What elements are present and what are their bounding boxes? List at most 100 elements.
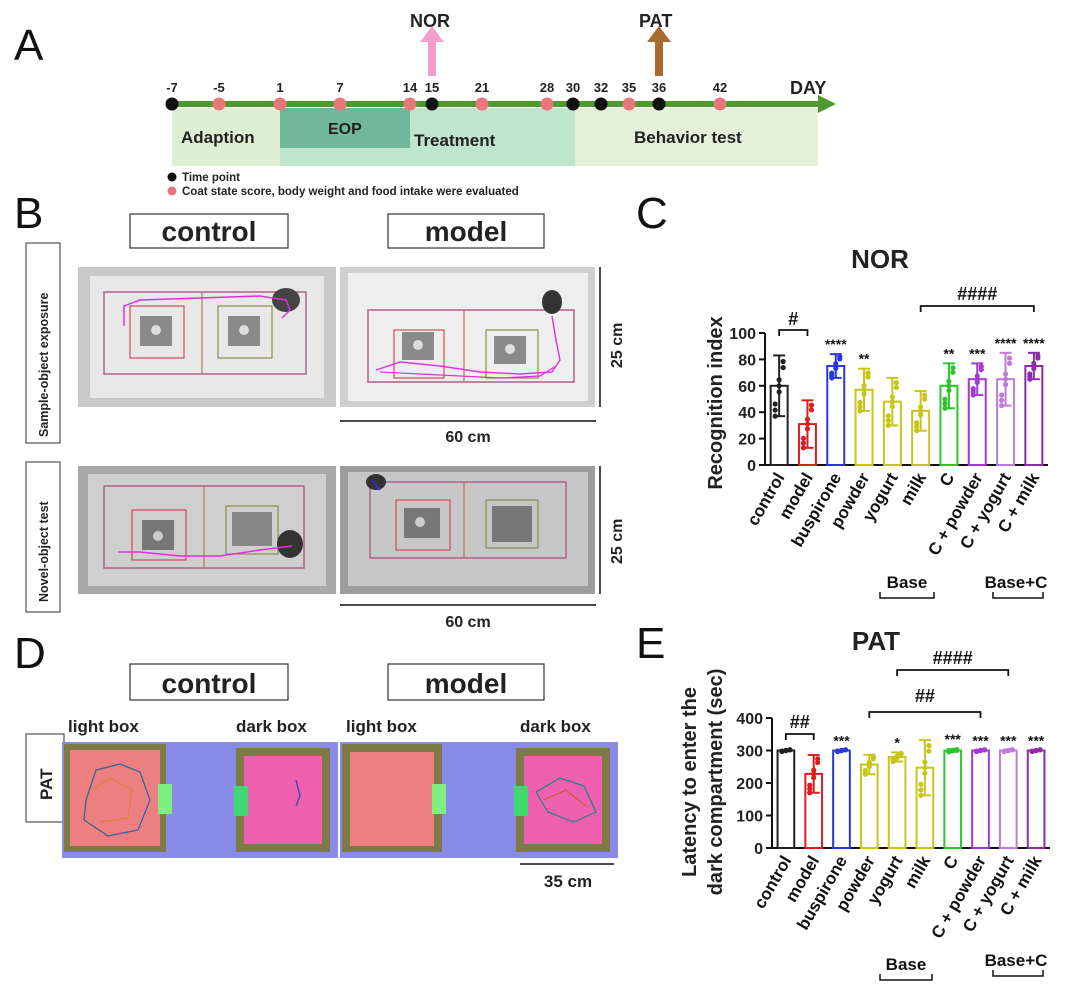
chartE-point-5-0 bbox=[918, 792, 924, 798]
d-box-label-1: light box bbox=[68, 717, 139, 736]
chartC-point-0-6 bbox=[772, 401, 778, 407]
chartC-point-3-7 bbox=[861, 382, 867, 389]
d-control-label: control bbox=[162, 668, 257, 699]
d-box-label-4: dark box bbox=[520, 717, 591, 736]
chartC-sig-7: *** bbox=[969, 345, 986, 361]
chartC-point-1-4 bbox=[804, 421, 811, 427]
timepoint-dot-9 bbox=[594, 97, 608, 111]
pat-model-image bbox=[340, 742, 618, 858]
chartC-point-8-6 bbox=[998, 392, 1005, 398]
chartC-point-3-2 bbox=[865, 374, 871, 380]
chartC-point-0-3 bbox=[772, 407, 778, 413]
chartC-point-6-5 bbox=[950, 365, 956, 371]
chartC-ytick-label-2: 40 bbox=[738, 405, 756, 422]
chartC-point-3-4 bbox=[861, 387, 867, 393]
chartC-point-7-7 bbox=[974, 373, 980, 379]
chart-e: 0100200300400controlmodel***buspironepow… bbox=[736, 648, 1050, 981]
chart-c-title: NOR bbox=[851, 244, 909, 274]
chartE-sig-9: *** bbox=[1028, 733, 1045, 749]
chartC-point-2-6 bbox=[829, 370, 835, 376]
chartC-sig-2: **** bbox=[825, 336, 847, 352]
chartE-point-8-7 bbox=[1005, 747, 1011, 753]
arena-model-novel bbox=[340, 466, 595, 594]
chartE-point-8-5 bbox=[1009, 747, 1015, 753]
chartC-point-8-5 bbox=[1006, 355, 1013, 361]
chartC-point-4-1 bbox=[889, 403, 895, 409]
phase-behavior-label: Behavior test bbox=[634, 128, 742, 147]
timepoint-label-3: 7 bbox=[336, 80, 343, 95]
timepoint-label-7: 28 bbox=[540, 80, 554, 95]
chartE-point-6-5 bbox=[954, 746, 960, 753]
chartE-point-9-6 bbox=[1029, 748, 1035, 754]
chartE-point-7-6 bbox=[973, 748, 980, 754]
chartE-ytick-label-3: 300 bbox=[736, 744, 763, 761]
chartC-point-5-6 bbox=[914, 420, 920, 426]
chartC-point-8-2 bbox=[1006, 360, 1013, 366]
timepoint-label-12: 42 bbox=[713, 80, 727, 95]
chartC-point-0-0 bbox=[772, 413, 778, 419]
chartC-point-4-3 bbox=[885, 418, 891, 424]
pat-control-image bbox=[62, 742, 338, 858]
panel-label-c: C bbox=[636, 189, 668, 238]
timepoint-dot-5 bbox=[425, 97, 439, 111]
dim-height-label-1: 25 cm bbox=[609, 323, 626, 368]
chartC-sig-9: **** bbox=[1023, 335, 1045, 351]
chartC-category-label-5: milk bbox=[897, 469, 931, 508]
chartE-point-2-6 bbox=[834, 748, 841, 754]
chartC-category-label-6: C bbox=[936, 470, 959, 490]
phase-treatment-label: Treatment bbox=[414, 131, 496, 150]
chartC-point-4-0 bbox=[885, 422, 891, 428]
timepoint-label-10: 35 bbox=[622, 80, 636, 95]
phase-adaption-bg bbox=[172, 108, 280, 166]
chartE-point-5-4 bbox=[922, 765, 928, 771]
row1-label-box bbox=[25, 242, 61, 444]
chartE-point-2-7 bbox=[838, 747, 845, 753]
chartC-point-2-7 bbox=[833, 361, 839, 367]
chartE-point-1-1 bbox=[811, 775, 817, 781]
arena-control-sample bbox=[78, 267, 336, 407]
chartC-point-3-6 bbox=[857, 399, 863, 406]
chartC-point-7-6 bbox=[970, 386, 976, 392]
timepoint-label-8: 30 bbox=[566, 80, 580, 95]
chartE-point-9-7 bbox=[1033, 747, 1039, 753]
chartE-point-8-6 bbox=[1001, 748, 1007, 754]
chartE-point-7-7 bbox=[977, 747, 984, 753]
chartE-bar-7 bbox=[971, 749, 990, 849]
chartC-point-5-5 bbox=[922, 392, 928, 398]
phase-eop-label: EOP bbox=[328, 121, 362, 138]
chartC-point-8-4 bbox=[1002, 376, 1009, 382]
chartC-ytick-label-5: 100 bbox=[729, 326, 756, 343]
timeline-day-label: DAY bbox=[790, 78, 826, 98]
chartC-point-5-4 bbox=[918, 408, 924, 414]
timepoint-dot-2 bbox=[273, 97, 287, 111]
chartC-point-0-4 bbox=[776, 383, 782, 389]
chartC-point-6-1 bbox=[946, 387, 952, 393]
chartE-point-1-0 bbox=[807, 790, 813, 796]
timepoint-dot-10 bbox=[622, 97, 636, 111]
chartC-point-3-1 bbox=[861, 391, 867, 397]
chartE-point-1-2 bbox=[815, 759, 821, 766]
chartC-sig-group: #### bbox=[957, 284, 997, 304]
chartE-bracket-model bbox=[785, 733, 815, 740]
chartC-point-6-3 bbox=[942, 401, 948, 407]
chartE-sig-6: *** bbox=[945, 731, 962, 747]
row2-label-box bbox=[25, 461, 61, 613]
chartC-point-6-6 bbox=[942, 396, 948, 402]
chartE-point-4-5 bbox=[898, 750, 904, 756]
timepoint-dot-8 bbox=[566, 97, 580, 111]
chartE-bracket-group2 bbox=[896, 669, 1010, 676]
chartE-point-6-7 bbox=[950, 747, 956, 753]
chartE-point-0-5 bbox=[787, 747, 793, 753]
chartE-group-basec: Base+C bbox=[985, 951, 1048, 970]
timepoint-label-6: 21 bbox=[475, 80, 489, 95]
chartE-ytick-label-2: 200 bbox=[736, 776, 763, 793]
legend-pink-dot bbox=[167, 186, 177, 196]
chartE-point-9-5 bbox=[1037, 747, 1043, 753]
chartE-point-0-7 bbox=[783, 747, 789, 753]
chartC-point-1-2 bbox=[808, 407, 815, 413]
chartC-sig-8: **** bbox=[995, 335, 1017, 351]
chartE-point-1-5 bbox=[815, 756, 821, 762]
chartC-point-4-4 bbox=[889, 399, 895, 405]
